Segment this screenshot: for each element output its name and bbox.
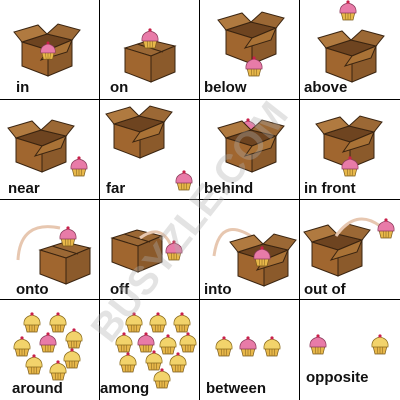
cell-between: between (200, 300, 300, 400)
label-around: around (12, 380, 63, 397)
cell-above: above (300, 0, 400, 100)
box-with-cupcake-inside-illustration (13, 23, 81, 77)
cell-in-front: in front (300, 100, 400, 200)
label-in: in (16, 79, 30, 96)
grid-divider-vertical (199, 0, 200, 400)
cell-far: far (100, 100, 200, 200)
cell-in: in (0, 0, 100, 100)
cell-behind: behind (200, 100, 300, 200)
label-opposite: opposite (306, 369, 369, 386)
cell-on: on (100, 0, 200, 100)
cell-off: off (100, 200, 200, 300)
cell-near: near (0, 100, 100, 200)
label-below: below (204, 79, 247, 96)
label-behind: behind (204, 180, 254, 197)
label-in-front: in front (304, 180, 356, 197)
cell-onto: onto (0, 200, 100, 300)
cell-opposite: opposite (300, 300, 400, 400)
cupcake-moving-onto-box-illustration (16, 225, 91, 285)
label-above: above (304, 79, 348, 96)
label-out-of: out of (304, 281, 346, 298)
label-near: near (8, 180, 40, 197)
grid-divider-horizontal (0, 99, 400, 100)
label-on: on (110, 79, 129, 96)
cell-around: around (0, 300, 100, 400)
label-onto: onto (16, 281, 49, 298)
label-between: between (206, 380, 267, 397)
label-among: among (100, 380, 150, 397)
cupcake-moving-into-box-illustration (212, 228, 297, 287)
grid-divider-horizontal (0, 199, 400, 200)
grid-divider-vertical (299, 0, 300, 400)
cell-below: below (200, 0, 300, 100)
cell-into: into (200, 200, 300, 300)
cell-out-of: out of (300, 200, 400, 300)
grid-divider-vertical (99, 0, 100, 400)
grid-divider-horizontal (0, 299, 400, 300)
label-off: off (110, 281, 130, 298)
cupcake-moving-out-of-box-illustration (303, 217, 395, 277)
label-far: far (106, 180, 126, 197)
cell-among: among (100, 300, 200, 400)
cupcake-moving-off-box-illustration (111, 229, 183, 273)
label-into: into (204, 281, 232, 298)
